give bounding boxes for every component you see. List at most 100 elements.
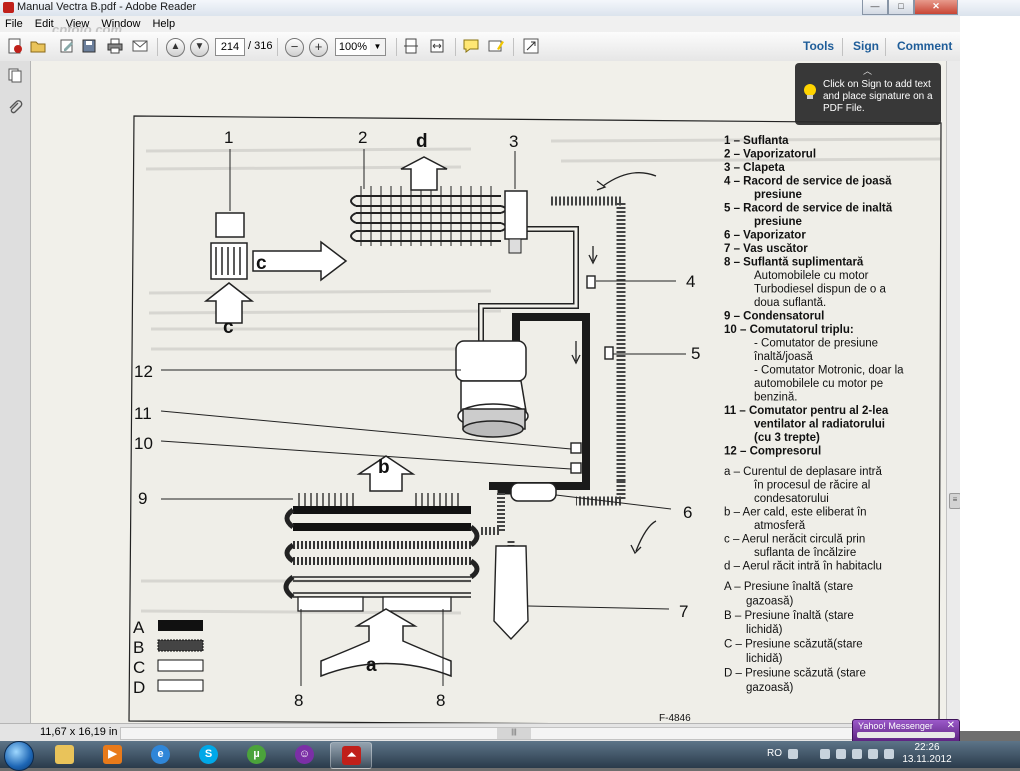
next-page-button[interactable]: ▼: [190, 38, 209, 57]
legend-line: 6 – Vaporizator: [724, 230, 806, 242]
folder-icon: [55, 745, 74, 764]
legend-line: Turbodiesel dispun de o a: [754, 284, 887, 296]
legend-line: D – Presiune scăzută (stare: [724, 667, 866, 679]
previous-page-button[interactable]: ▲: [166, 38, 185, 57]
yahoo-close-icon[interactable]: ✕: [946, 720, 955, 731]
edit-icon[interactable]: [58, 37, 76, 55]
fit-page-icon[interactable]: [402, 37, 420, 55]
taskbar-skype[interactable]: S: [188, 742, 228, 767]
monitor-icon[interactable]: [868, 749, 878, 759]
yahoo-progress: [857, 732, 955, 738]
page-number-input[interactable]: 214: [215, 38, 245, 56]
yahoo-messenger-icon: ☺: [295, 745, 314, 764]
zoom-input[interactable]: 100%: [335, 38, 371, 56]
legend-line: înaltă/joasă: [753, 351, 813, 363]
legend-line: 12 – Compresorul: [724, 446, 821, 458]
legend-line: condesatorului: [754, 493, 829, 505]
comment-link[interactable]: Comment: [897, 39, 953, 53]
dryer: [510, 482, 557, 502]
air-label-c1: c: [256, 253, 267, 274]
legend-line: 2 – Vaporizatorul: [724, 149, 816, 161]
comment-bubble-icon[interactable]: [462, 37, 480, 55]
taskbar-internet-explorer[interactable]: e: [140, 742, 180, 767]
network-icon[interactable]: [836, 749, 846, 759]
taskbar-adobe-reader[interactable]: ⏶: [330, 742, 372, 769]
power-icon[interactable]: [852, 749, 862, 759]
zoom-dropdown-button[interactable]: ▼: [370, 38, 386, 56]
taskbar-yahoo-messenger[interactable]: ☺: [284, 742, 324, 767]
zoom-out-button[interactable]: −: [285, 38, 304, 57]
yahoo-messenger-notification[interactable]: Yahoo! Messenger ✕: [852, 719, 960, 743]
navigation-panel: [0, 61, 31, 731]
title-bar: Manual Vectra B.pdf - Adobe Reader — □ ✕: [0, 0, 1020, 17]
legend-line: A – Presiune înaltă (stare: [724, 581, 853, 593]
legend-line: - Comutator de presiune: [754, 338, 878, 350]
legend-line: atmosferă: [754, 520, 806, 532]
taskbar-explorer[interactable]: [44, 742, 84, 767]
create-pdf-icon[interactable]: [6, 37, 24, 55]
toolbar-separator: [396, 38, 397, 56]
legend-line: d – Aerul răcit intră în habitaclu: [724, 561, 882, 573]
minimize-button[interactable]: —: [862, 0, 888, 15]
legend-letter-a: A: [133, 618, 145, 637]
horizontal-scroll-thumb[interactable]: |||: [497, 728, 531, 739]
flag-icon[interactable]: [820, 749, 830, 759]
horizontal-scrollbar[interactable]: |||: [120, 727, 942, 740]
legend-line: 7 – Vas uscător: [724, 243, 808, 255]
condenser: [283, 493, 480, 600]
legend-line: 1 – Suflanta: [724, 135, 789, 147]
liquid-pipe: [551, 196, 626, 481]
legend-line: 11 – Comutator pentru al 2-lea: [724, 405, 889, 417]
menu-window[interactable]: Window: [101, 18, 141, 30]
label-9: 9: [138, 489, 147, 508]
toolbar-separator: [842, 38, 843, 56]
page-thumbnails-icon[interactable]: [7, 67, 23, 83]
label-10: 10: [134, 434, 153, 453]
clock[interactable]: 22:26 13.11.2012: [899, 742, 955, 766]
vertical-scrollbar[interactable]: ≡: [946, 61, 961, 731]
close-button[interactable]: ✕: [914, 0, 958, 15]
highlight-icon[interactable]: [487, 37, 505, 55]
start-button[interactable]: [4, 741, 34, 771]
menu-view[interactable]: View: [65, 18, 90, 30]
zoom-in-button[interactable]: +: [309, 38, 328, 57]
air-label-a: a: [366, 655, 377, 676]
taskbar-media-player[interactable]: ▶: [92, 742, 132, 767]
expand-icon[interactable]: [522, 37, 540, 55]
menu-edit[interactable]: Edit: [34, 18, 54, 30]
clock-date: 13.11.2012: [902, 754, 952, 765]
legend-line: presiune: [754, 189, 802, 201]
label-7: 7: [679, 602, 688, 621]
volume-icon[interactable]: [884, 749, 894, 759]
email-icon[interactable]: [131, 37, 149, 55]
legend-line: în procesul de răcire al: [753, 480, 870, 492]
media-player-icon: ▶: [103, 745, 122, 764]
legend-line: 3 – Clapeta: [724, 162, 785, 174]
sign-link[interactable]: Sign: [853, 39, 879, 53]
fit-width-icon[interactable]: [428, 37, 446, 55]
swatch-high-pressure-gas: [158, 620, 203, 631]
taskbar-utorrent[interactable]: µ: [236, 742, 276, 767]
attachments-icon[interactable]: [7, 99, 23, 115]
aux-blower-right: [382, 596, 452, 612]
label-1: 1: [224, 128, 233, 147]
keyboard-icon[interactable]: [788, 749, 798, 759]
save-icon[interactable]: [80, 37, 98, 55]
legend-line: benzină.: [754, 392, 797, 404]
menu-file[interactable]: File: [5, 18, 23, 30]
menu-help[interactable]: Help: [152, 18, 176, 30]
toolbar-separator: [455, 38, 456, 56]
maximize-button[interactable]: □: [888, 0, 914, 15]
label-8b: 8: [436, 691, 445, 710]
utorrent-icon: µ: [247, 745, 266, 764]
tooltip-caret-icon: ︿: [863, 66, 873, 76]
swatch-low-pressure-liquid: [157, 659, 204, 672]
open-icon[interactable]: [29, 37, 47, 55]
legend-line: c – Aerul nerăcit circulă prin: [724, 534, 865, 546]
tools-link[interactable]: Tools: [803, 39, 835, 53]
page-dimensions: 11,67 x 16,19 in: [40, 726, 118, 738]
air-label-b: b: [378, 457, 390, 478]
label-12: 12: [134, 362, 153, 381]
print-icon[interactable]: [106, 37, 124, 55]
language-indicator[interactable]: RO: [767, 748, 782, 759]
